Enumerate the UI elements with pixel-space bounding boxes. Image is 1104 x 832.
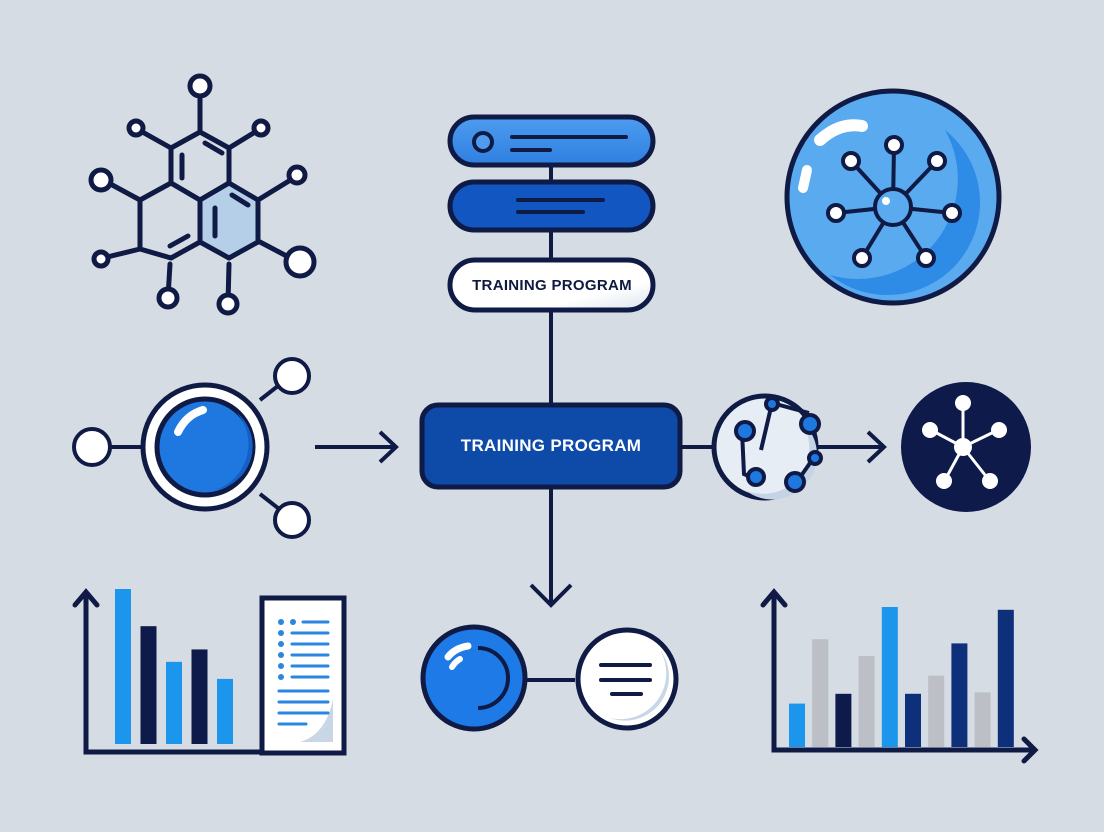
- bar: [115, 589, 131, 744]
- training-program-box[interactable]: [419, 402, 683, 490]
- top-pill-1[interactable]: [447, 114, 656, 168]
- bar: [835, 693, 852, 747]
- bar: [812, 639, 829, 747]
- left-chart-bars: [115, 589, 233, 744]
- text-lines-icon[interactable]: [575, 627, 679, 731]
- bar: [928, 675, 945, 747]
- bar: [905, 693, 921, 747]
- training-program-box-text: TRAINING PROGRAM: [460, 436, 642, 455]
- top-pill-2[interactable]: [447, 179, 656, 233]
- document-icon: [259, 595, 347, 756]
- flow-connectors: [315, 165, 887, 608]
- bar: [951, 643, 968, 747]
- sphere-icon[interactable]: [420, 624, 528, 732]
- bar: [191, 649, 208, 744]
- bar-chart-with-document-icon: [72, 588, 347, 756]
- right-chart-bars: [789, 607, 1014, 747]
- bar: [789, 703, 805, 747]
- bar: [140, 626, 157, 744]
- bar-chart-icon: [760, 588, 1039, 764]
- label-pill-text: TRAINING PROGRAM: [472, 276, 632, 294]
- node-cluster-icon: [72, 357, 311, 539]
- molecule-icon: [88, 73, 317, 316]
- bar: [881, 607, 898, 747]
- ring-nodes-icon[interactable]: [711, 393, 823, 501]
- circle-icon: [472, 131, 494, 153]
- bar: [858, 656, 875, 747]
- bar: [166, 661, 182, 744]
- bar: [217, 678, 233, 744]
- bar: [974, 692, 991, 747]
- hub-network-icon[interactable]: [901, 382, 1031, 512]
- network-sphere-icon: [784, 88, 1002, 306]
- bar: [997, 609, 1014, 747]
- label-pill[interactable]: [447, 257, 656, 313]
